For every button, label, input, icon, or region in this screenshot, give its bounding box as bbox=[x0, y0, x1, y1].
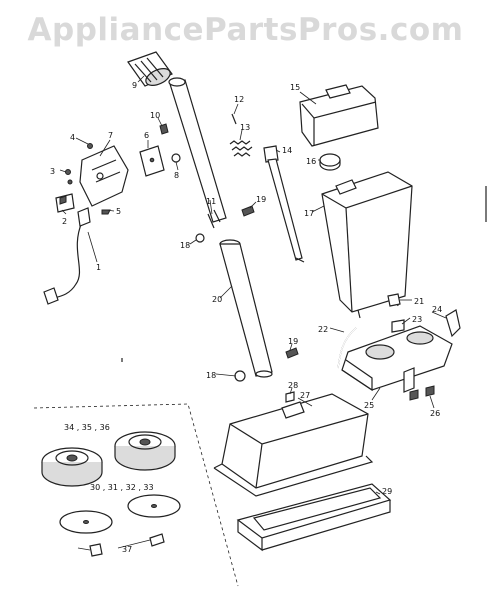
part-label-16: 16 bbox=[306, 157, 316, 166]
part-label-18a: 18 bbox=[180, 241, 190, 250]
spring-13 bbox=[229, 140, 253, 157]
handle-grip bbox=[127, 51, 173, 87]
part-label-34-36: 34 , 35 , 36 bbox=[64, 423, 110, 432]
connector-fitting-21 bbox=[387, 293, 401, 307]
part-label-7: 7 bbox=[108, 131, 113, 140]
part-label-26: 26 bbox=[430, 409, 440, 418]
fastener-18-lower bbox=[234, 370, 246, 382]
part-label-29: 29 bbox=[382, 487, 392, 496]
part-label-5: 5 bbox=[116, 207, 121, 216]
screw-10 bbox=[159, 123, 169, 135]
tank-lid bbox=[299, 84, 379, 147]
part-label-28: 28 bbox=[288, 381, 298, 390]
base-housing bbox=[213, 393, 374, 497]
part-label-12: 12 bbox=[234, 95, 244, 104]
part-label-9: 9 bbox=[132, 81, 137, 90]
screws-26 bbox=[409, 385, 435, 401]
power-cord bbox=[43, 207, 91, 305]
rod bbox=[263, 145, 305, 263]
adapter-right bbox=[149, 533, 165, 547]
pad-left bbox=[59, 510, 113, 534]
part-callouts: 1 2 3 4 5 6 7 8 9 10 11 12 13 14 15 16 1… bbox=[50, 81, 442, 554]
part-label-19b: 19 bbox=[288, 337, 298, 346]
brush-right bbox=[114, 431, 176, 471]
part-label-14: 14 bbox=[282, 146, 292, 155]
lower-handle-tube bbox=[219, 239, 273, 378]
switch-bracket bbox=[79, 145, 129, 207]
connector-fitting-23 bbox=[391, 319, 405, 333]
switch bbox=[55, 193, 75, 213]
part-label-20: 20 bbox=[212, 295, 222, 304]
part-label-2: 2 bbox=[62, 217, 67, 226]
part-label-13: 13 bbox=[240, 123, 250, 132]
screw-3 bbox=[65, 169, 73, 185]
bracket-clip bbox=[445, 309, 461, 338]
small-knob bbox=[285, 391, 295, 403]
pad-right bbox=[127, 494, 181, 518]
part-label-10: 10 bbox=[150, 111, 160, 120]
part-label-3: 3 bbox=[50, 167, 55, 176]
part-label-19a: 19 bbox=[256, 195, 266, 204]
part-label-25: 25 bbox=[364, 401, 374, 410]
part-label-18b: 18 bbox=[206, 371, 216, 380]
brush-left bbox=[41, 447, 103, 487]
part-label-30-33: 30 , 31 , 32 , 33 bbox=[90, 483, 154, 492]
mounting-plate bbox=[139, 145, 165, 177]
screw-19-lower bbox=[285, 347, 299, 359]
drip-tray bbox=[236, 483, 392, 552]
pump-housing bbox=[341, 325, 453, 393]
leader-lines bbox=[59, 75, 447, 551]
part-label-6: 6 bbox=[144, 131, 149, 140]
watermark: AppliancePartsPros.com bbox=[27, 12, 464, 48]
part-label-4: 4 bbox=[70, 133, 75, 142]
part-label-8: 8 bbox=[174, 171, 179, 180]
upper-handle-tube bbox=[168, 77, 227, 229]
part-label-37: 37 bbox=[122, 545, 132, 554]
part-label-27: 27 bbox=[300, 391, 310, 400]
part-label-17: 17 bbox=[304, 209, 314, 218]
screw-19-upper bbox=[241, 205, 255, 217]
part-label-11: 11 bbox=[206, 197, 216, 206]
part-label-1: 1 bbox=[96, 263, 101, 272]
part-label-21: 21 bbox=[414, 297, 424, 306]
part-label-22: 22 bbox=[318, 325, 328, 334]
part-label-15: 15 bbox=[290, 83, 300, 92]
screw-4 bbox=[87, 143, 93, 149]
part-label-23: 23 bbox=[412, 315, 422, 324]
tank-cap bbox=[319, 153, 341, 171]
nut-8 bbox=[171, 153, 181, 163]
pin-12 bbox=[231, 113, 237, 125]
fastener-18-upper bbox=[195, 233, 205, 243]
adapter-left bbox=[89, 543, 103, 557]
part-label-24: 24 bbox=[432, 305, 442, 314]
hose bbox=[337, 327, 357, 369]
